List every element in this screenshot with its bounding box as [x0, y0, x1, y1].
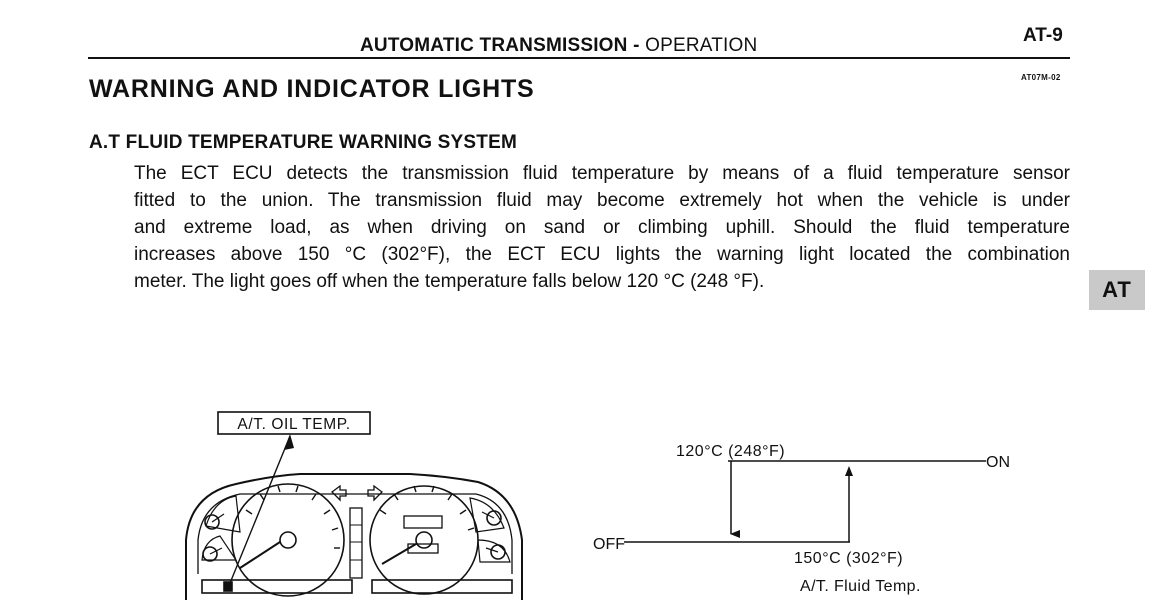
section-title: A.T FLUID TEMPERATURE WARNING SYSTEM	[89, 132, 518, 153]
small-gauge-right-lower	[477, 539, 511, 563]
speedometer-dial	[231, 483, 345, 597]
warning-strip-left	[201, 579, 353, 594]
turn-left-arrow-icon	[331, 484, 347, 502]
meter-housing	[185, 473, 523, 600]
speedometer-ticks	[245, 485, 340, 549]
axis-caption: A/T. Fluid Temp.	[800, 578, 921, 595]
off-label: OFF	[593, 536, 625, 553]
section-tab-at[interactable]: AT	[1089, 270, 1145, 310]
small-gauge-right-lower-dial	[490, 544, 506, 560]
header-section: AUTOMATIC TRANSMISSION	[360, 35, 628, 56]
section-paragraph: The ECT ECU detects the transmission flu…	[134, 160, 1070, 295]
tachometer-hub	[415, 531, 433, 549]
page-number: AT-9	[1023, 25, 1063, 46]
upper-temp-label: 120°C (248°F)	[676, 443, 785, 460]
small-gauge-right-upper-dial	[486, 510, 502, 526]
combination-meter-figure	[185, 411, 523, 600]
header-subsection: OPERATION	[645, 35, 758, 56]
callout-box	[217, 411, 371, 435]
on-label: ON	[986, 454, 1010, 471]
odometer-window	[403, 515, 443, 529]
paragraph-line: meter. The light goes off when the tempe…	[134, 271, 765, 292]
document-code: AT07M-02	[1021, 73, 1061, 82]
rising-arrowhead	[845, 466, 853, 476]
callout-label: A/T. OIL TEMP.	[237, 416, 350, 433]
center-indicator-column	[349, 507, 363, 579]
paragraph-line: increases above 150 °C (302°F), the ECT …	[134, 244, 1070, 265]
small-gauge-left-upper-dial	[204, 514, 220, 530]
hysteresis-diagram	[624, 460, 986, 543]
speedometer-needle	[239, 541, 281, 569]
tachometer-dial	[369, 485, 479, 595]
small-gauge-left-upper	[205, 495, 241, 533]
lower-temp-label: 150°C (302°F)	[794, 550, 903, 567]
paragraph-line: fitted to the union. The transmission fl…	[134, 190, 1070, 211]
header-rule	[88, 57, 1070, 59]
paragraph-line: and extreme load, as when driving on san…	[134, 217, 1070, 238]
running-header: AUTOMATIC TRANSMISSION - OPERATION	[360, 35, 757, 57]
warning-strip-right	[371, 579, 513, 594]
speedometer-hub	[279, 531, 297, 549]
tachometer-ticks	[379, 485, 475, 531]
callout-leader	[227, 435, 291, 589]
turn-right-arrow-icon	[367, 484, 383, 502]
paragraph-line: The ECT ECU detects the transmission flu…	[134, 163, 1070, 184]
tripmeter-window	[407, 543, 439, 554]
small-gauge-left-lower-dial	[202, 546, 218, 562]
callout-arrowhead	[284, 434, 294, 450]
at-oil-temp-lamp	[223, 581, 233, 592]
page-title: WARNING AND INDICATOR LIGHTS	[89, 75, 535, 103]
meter-inner-bezel	[197, 493, 513, 574]
header-separator: -	[633, 35, 640, 56]
tachometer-needle	[381, 543, 417, 565]
